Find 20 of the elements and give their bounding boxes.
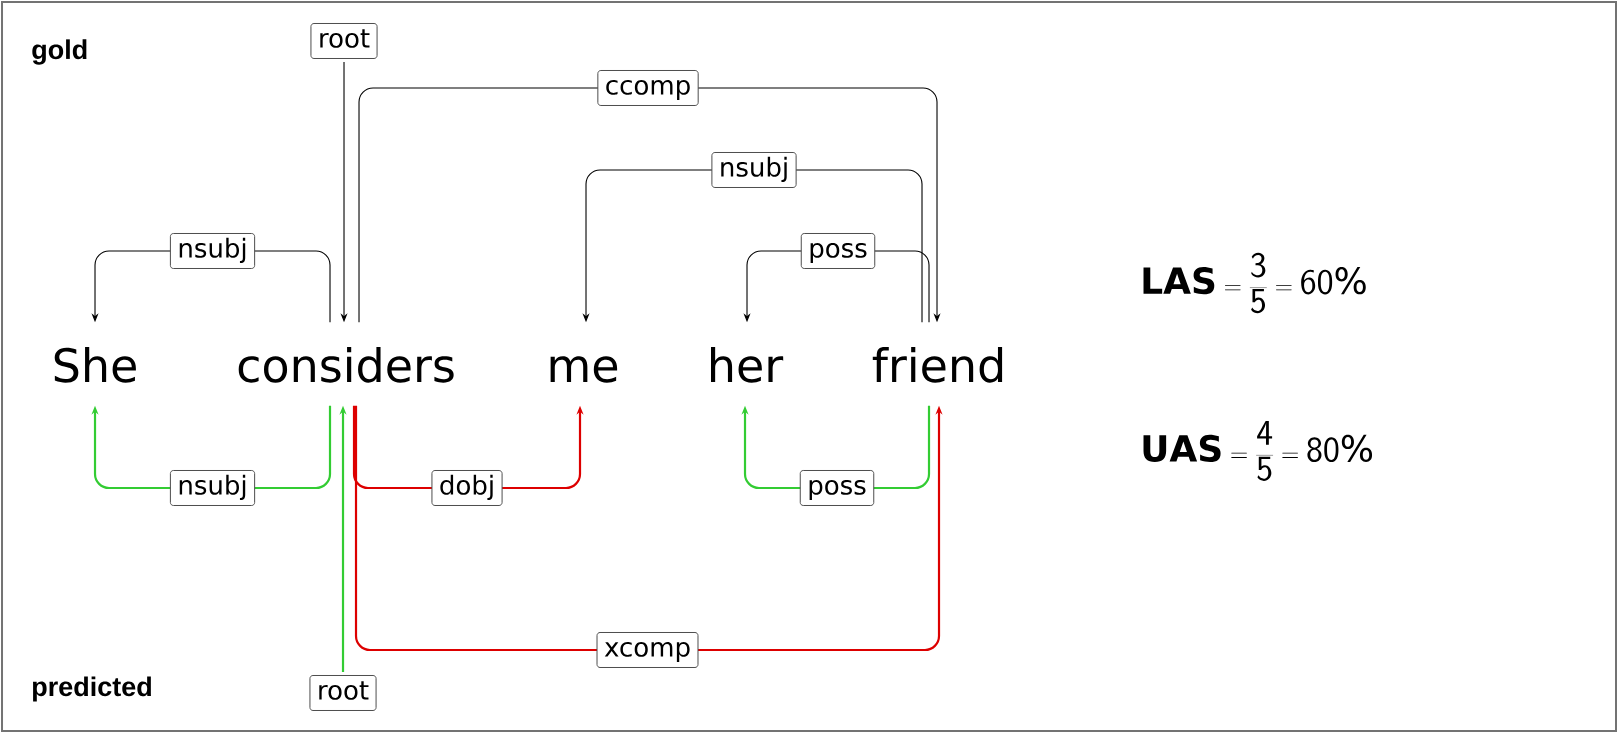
edge-label: ccomp xyxy=(597,70,699,106)
word: considers xyxy=(238,347,454,383)
word: her xyxy=(711,347,784,383)
arrow xyxy=(358,87,941,323)
word: friend xyxy=(872,347,1003,383)
edge-label: poss xyxy=(800,233,876,269)
panel-label: gold xyxy=(32,39,87,65)
edge-label: xcomp xyxy=(596,632,699,668)
word: She xyxy=(54,347,136,383)
edge-label: root xyxy=(310,23,378,59)
edge-label: root xyxy=(309,675,377,711)
score-formula: $\mathbf{LAS}=\frac{\mathsf{3}}{\mathsf{5}}=\mathsf{60\%}$ xyxy=(1143,252,1366,314)
edge-label: dobj xyxy=(431,470,503,506)
edge-label: poss xyxy=(799,470,875,506)
score-formula: $\mathbf{UAS}=\frac{\mathsf{4}}{\mathsf{5}}=\mathsf{80\%}$ xyxy=(1143,421,1373,481)
word: me xyxy=(550,356,618,383)
panel-label: predicted xyxy=(33,676,151,702)
edge-label: nsubj xyxy=(711,152,797,188)
edge-label: nsubj xyxy=(169,470,256,506)
edge-label: nsubj xyxy=(169,233,256,269)
